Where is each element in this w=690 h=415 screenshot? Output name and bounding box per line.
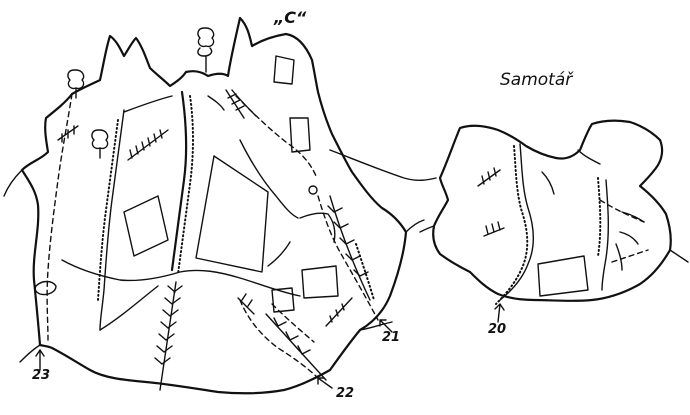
main-rock-rectangles (123, 55, 339, 313)
route-number: 20 (488, 322, 507, 337)
route-arrow-22 (317, 377, 333, 389)
area-title: Samotář (500, 70, 573, 90)
main-rock-details (34, 89, 379, 381)
route-arrow-21 (379, 319, 393, 333)
tree-icon-top (197, 27, 215, 73)
samotar-rock (419, 119, 689, 305)
route-number: 22 (336, 386, 355, 401)
tree-icon-middle (91, 129, 109, 159)
route-number: 21 (382, 330, 401, 345)
route-number: 23 (32, 368, 51, 383)
main-rock-hatching (57, 89, 375, 391)
route-arrow-23 (35, 349, 45, 371)
route-arrow-20 (494, 303, 505, 323)
tree-icon-left (67, 69, 85, 99)
tower-tag: „C“ (274, 8, 307, 27)
main-rock-massif (3, 16, 437, 395)
